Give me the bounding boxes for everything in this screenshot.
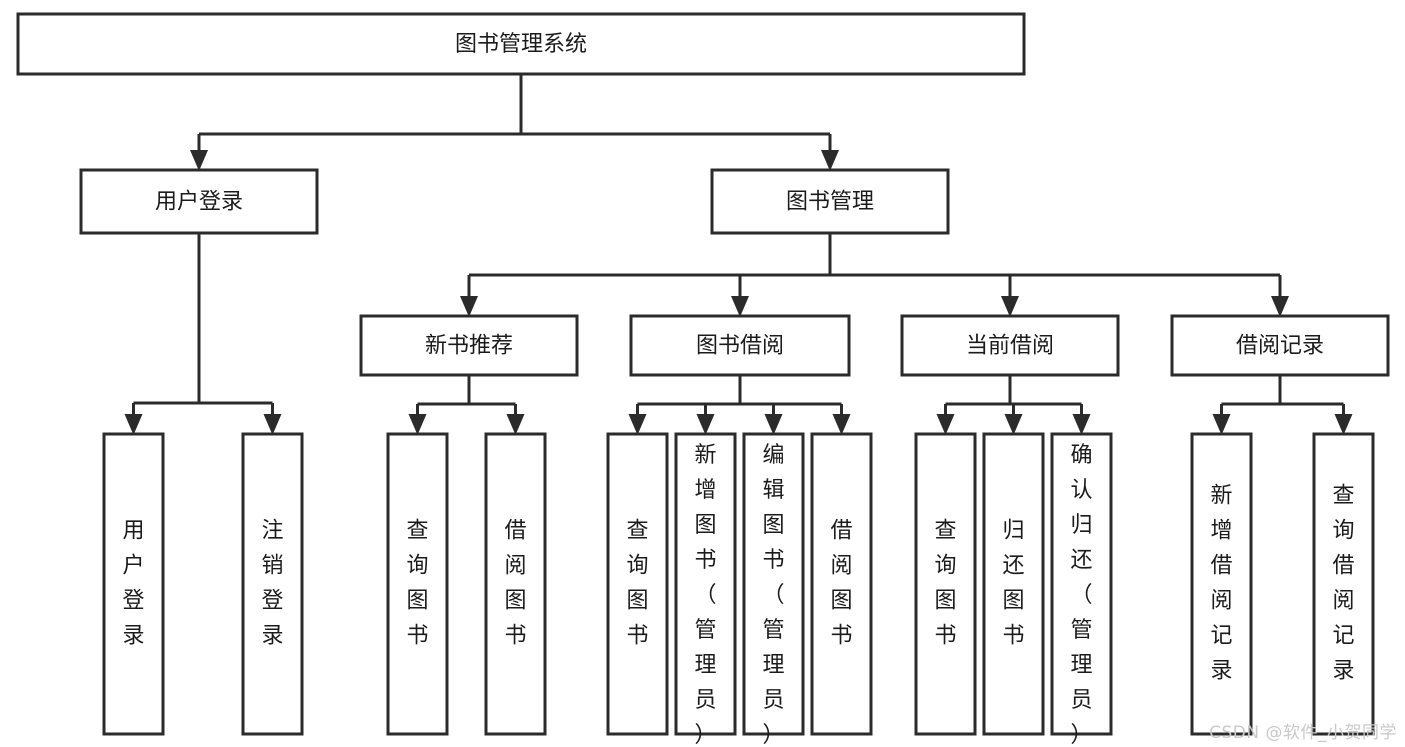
node-label-leaf-add-record: 新增借阅记录	[1210, 484, 1232, 684]
node-leaf-add-record[interactable]: 新增借阅记录	[1190, 432, 1253, 736]
node-box-new-book-recommend	[359, 314, 579, 377]
node-current-borrow[interactable]: 当前借阅	[900, 314, 1120, 377]
node-box-borrow-record	[1170, 314, 1390, 377]
node-new-book-recommend[interactable]: 新书推荐	[359, 314, 579, 377]
node-box-leaf-return-book	[982, 432, 1045, 736]
arrow-head-new-book-recommend	[460, 296, 478, 317]
node-leaf-borrow-book-2[interactable]: 借阅图书	[810, 432, 873, 736]
arrow-head-leaf-borrow-book-2	[832, 414, 851, 435]
arrow-head-book-borrow	[731, 296, 749, 317]
node-root[interactable]: 图书管理系统	[16, 12, 1026, 76]
arrow-head-borrow-record	[1271, 296, 1289, 317]
arrow-head-leaf-edit-book	[764, 414, 783, 435]
node-label-leaf-query-book-1: 查询图书	[406, 519, 428, 649]
arrow-head-leaf-borrow-book-1	[506, 414, 525, 435]
edge-layer	[124, 74, 1353, 435]
node-label-leaf-confirm-return: 确认归还（管理员）	[1070, 443, 1092, 747]
node-leaf-confirm-return[interactable]: 确认归还（管理员）	[1050, 432, 1113, 747]
node-label-root: 图书管理系统	[455, 32, 587, 57]
node-box-leaf-user-login	[102, 432, 165, 736]
arrow-head-leaf-return-book	[1004, 414, 1023, 435]
node-user-login[interactable]: 用户登录	[79, 168, 319, 235]
node-leaf-return-book[interactable]: 归还图书	[982, 432, 1045, 736]
node-leaf-user-login[interactable]: 用户登录	[102, 432, 165, 736]
node-leaf-query-book-2[interactable]: 查询图书	[606, 432, 669, 736]
node-label-book-manage: 图书管理	[786, 190, 874, 215]
node-layer: 图书管理系统用户登录图书管理新书推荐图书借阅当前借阅借阅记录用户登录注销登录查询…	[16, 12, 1390, 747]
node-box-leaf-edit-book	[742, 432, 805, 736]
node-label-borrow-record: 借阅记录	[1236, 334, 1324, 359]
node-leaf-query-record[interactable]: 查询借阅记录	[1312, 432, 1375, 736]
node-leaf-add-book[interactable]: 新增图书（管理员）	[674, 432, 737, 747]
arrow-head-leaf-confirm-return	[1072, 414, 1091, 435]
arrow-head-user-login	[190, 150, 208, 171]
node-borrow-record[interactable]: 借阅记录	[1170, 314, 1390, 377]
node-label-leaf-borrow-book-2: 借阅图书	[830, 519, 852, 649]
node-leaf-edit-book[interactable]: 编辑图书（管理员）	[742, 432, 805, 747]
node-leaf-logout[interactable]: 注销登录	[241, 432, 304, 736]
node-box-leaf-borrow-book-2	[810, 432, 873, 736]
node-label-leaf-user-login: 用户登录	[122, 519, 144, 649]
node-leaf-borrow-book-1[interactable]: 借阅图书	[484, 432, 547, 736]
arrow-head-current-borrow	[1001, 296, 1019, 317]
node-label-leaf-edit-book: 编辑图书（管理员）	[762, 443, 784, 747]
node-box-book-manage	[710, 168, 950, 235]
node-leaf-query-book-1[interactable]: 查询图书	[386, 432, 449, 736]
arrow-head-book-manage	[821, 150, 839, 171]
arrow-head-leaf-query-book-2	[628, 414, 647, 435]
node-box-leaf-borrow-book-1	[484, 432, 547, 736]
node-label-leaf-query-book-3: 查询图书	[934, 519, 956, 649]
node-book-manage[interactable]: 图书管理	[710, 168, 950, 235]
node-label-leaf-add-book: 新增图书（管理员）	[694, 443, 716, 747]
node-label-current-borrow: 当前借阅	[966, 334, 1054, 359]
node-box-leaf-add-book	[674, 432, 737, 736]
arrow-head-leaf-query-book-1	[408, 414, 427, 435]
arrow-head-leaf-logout	[263, 414, 282, 435]
arrow-head-leaf-query-record	[1334, 414, 1353, 435]
node-box-user-login	[79, 168, 319, 235]
node-box-leaf-query-book-1	[386, 432, 449, 736]
node-box-leaf-query-record	[1312, 432, 1375, 736]
node-box-leaf-query-book-2	[606, 432, 669, 736]
node-book-borrow[interactable]: 图书借阅	[629, 314, 851, 377]
node-label-book-borrow: 图书借阅	[696, 334, 784, 359]
node-label-user-login: 用户登录	[155, 190, 243, 215]
node-leaf-query-book-3[interactable]: 查询图书	[914, 432, 977, 736]
arrow-head-leaf-user-login	[124, 414, 143, 435]
arrow-head-leaf-query-book-3	[936, 414, 955, 435]
node-box-leaf-confirm-return	[1050, 432, 1113, 736]
node-box-leaf-add-record	[1190, 432, 1253, 736]
node-box-leaf-query-book-3	[914, 432, 977, 736]
node-box-root	[16, 12, 1026, 76]
node-label-leaf-query-record: 查询借阅记录	[1332, 484, 1354, 684]
node-label-leaf-query-book-2: 查询图书	[626, 519, 648, 649]
node-label-new-book-recommend: 新书推荐	[425, 334, 513, 359]
node-label-leaf-logout: 注销登录	[261, 519, 283, 649]
arrow-head-leaf-add-record	[1212, 414, 1231, 435]
node-label-leaf-return-book: 归还图书	[1002, 519, 1024, 649]
node-box-leaf-logout	[241, 432, 304, 736]
arrow-head-leaf-add-book	[696, 414, 715, 435]
node-label-leaf-borrow-book-1: 借阅图书	[504, 519, 526, 649]
node-box-book-borrow	[629, 314, 851, 377]
node-box-current-borrow	[900, 314, 1120, 377]
